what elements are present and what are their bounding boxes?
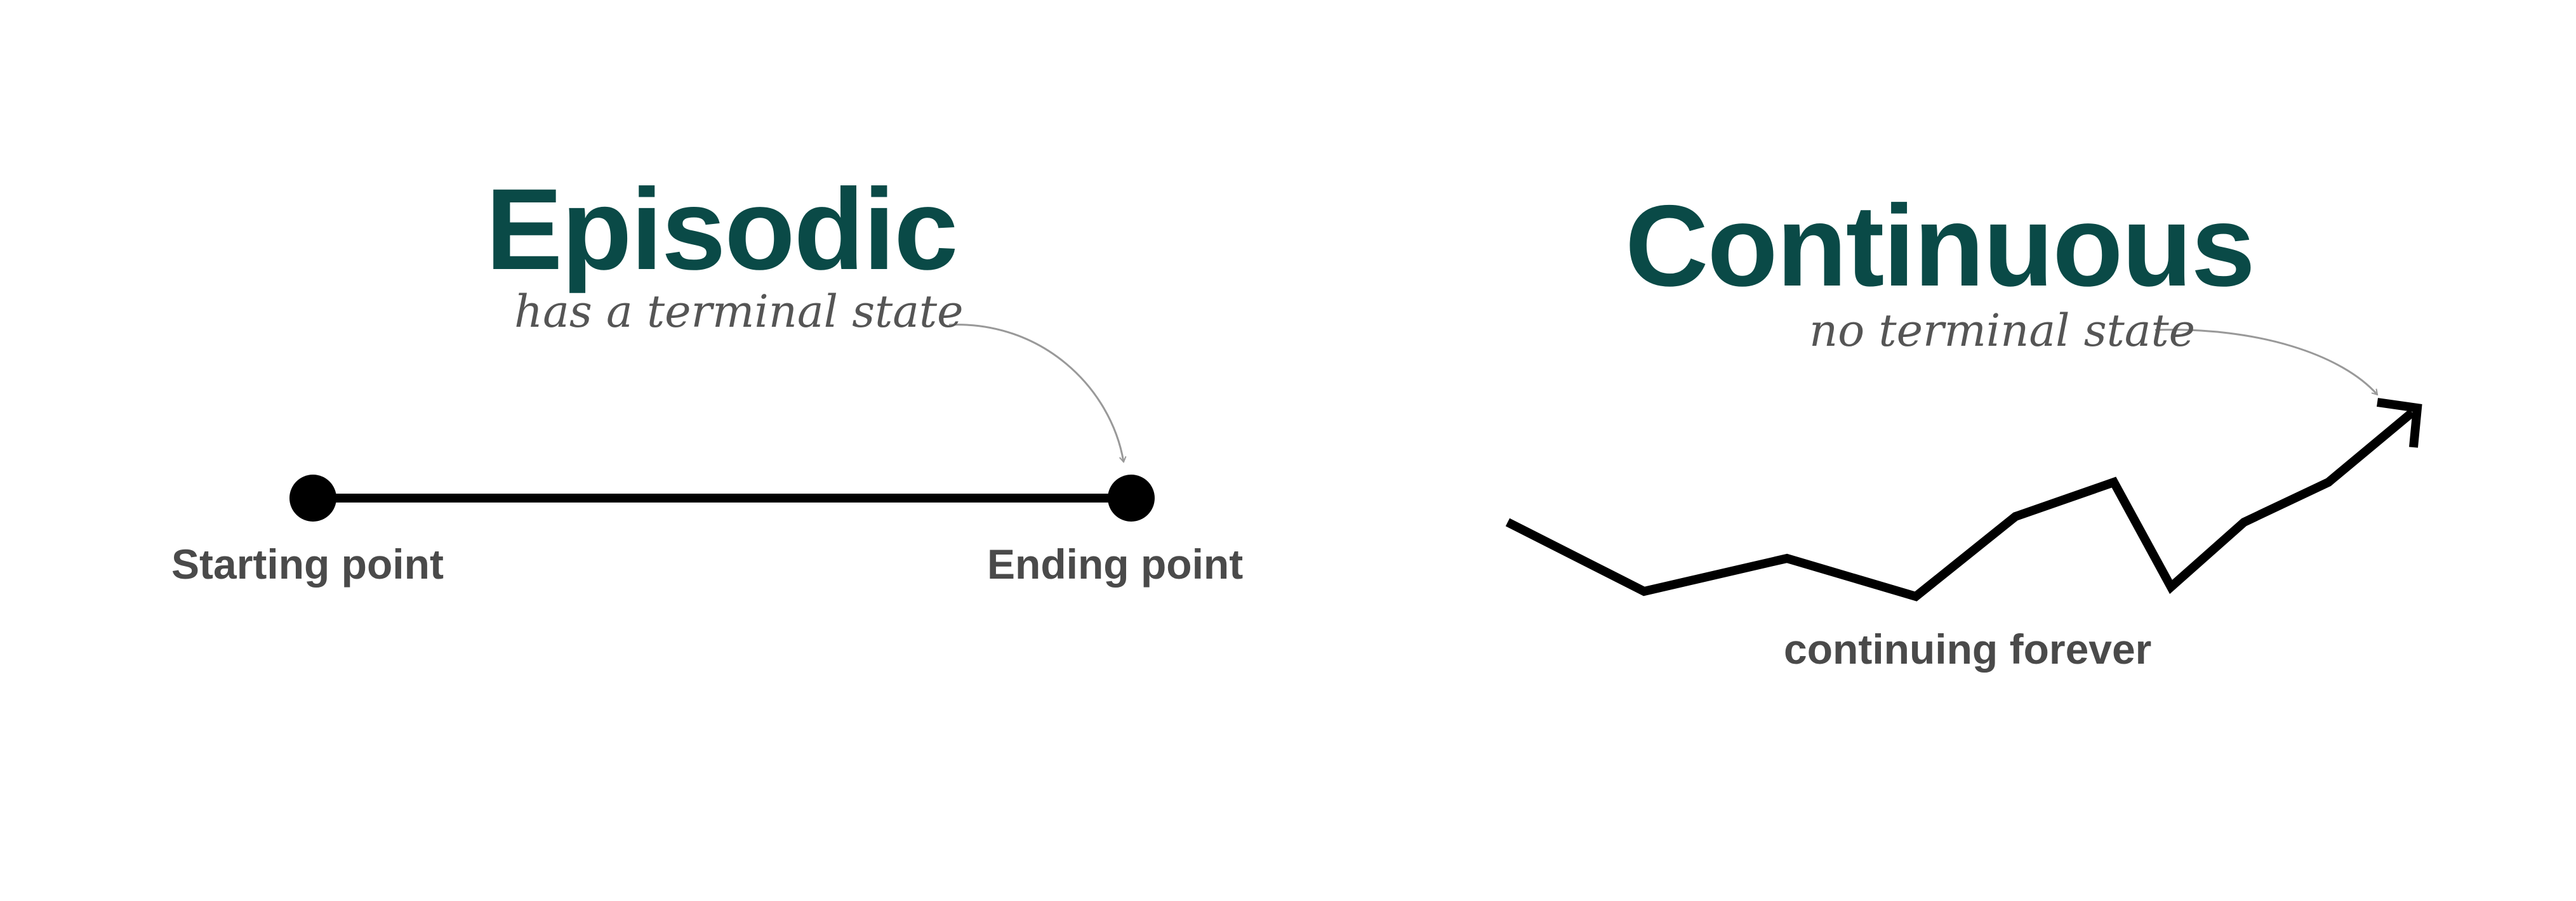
episodic-annotation-arrow: [948, 324, 1127, 463]
starting-point-dot: [289, 475, 336, 522]
continuous-subtitle: no terminal state: [1809, 305, 2196, 357]
continuous-arrowhead: [2377, 398, 2422, 448]
episodic-title: Episodic: [486, 164, 958, 294]
continuous-annotation-arrow: [2154, 329, 2379, 396]
continuing-forever-caption: continuing forever: [1784, 626, 2152, 673]
starting-point-label: Starting point: [171, 541, 444, 588]
episodic-subtitle: has a terminal state: [514, 286, 964, 338]
continuous-title: Continuous: [1625, 181, 2255, 310]
continuous-zigzag-line: [1505, 409, 2415, 602]
ending-point-label: Ending point: [987, 541, 1244, 588]
ending-point-dot: [1108, 475, 1155, 522]
